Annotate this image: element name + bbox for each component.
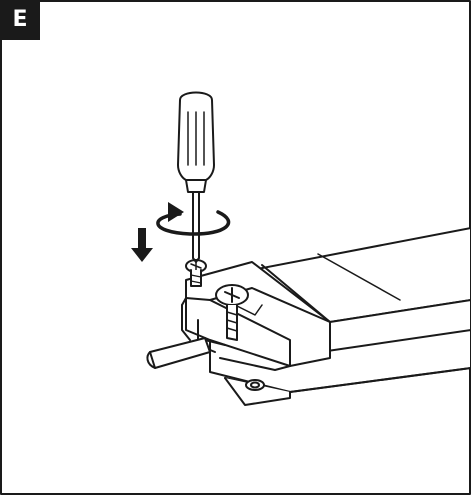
driver-housing — [209, 227, 471, 406]
screwdriver — [177, 91, 215, 263]
rotate-clockwise-arrow-icon — [156, 202, 231, 236]
arrow-down-icon — [131, 228, 153, 262]
step-label: E — [0, 0, 40, 40]
driven-screw — [185, 259, 207, 287]
cover-screw — [215, 284, 249, 341]
power-cable — [146, 337, 211, 369]
